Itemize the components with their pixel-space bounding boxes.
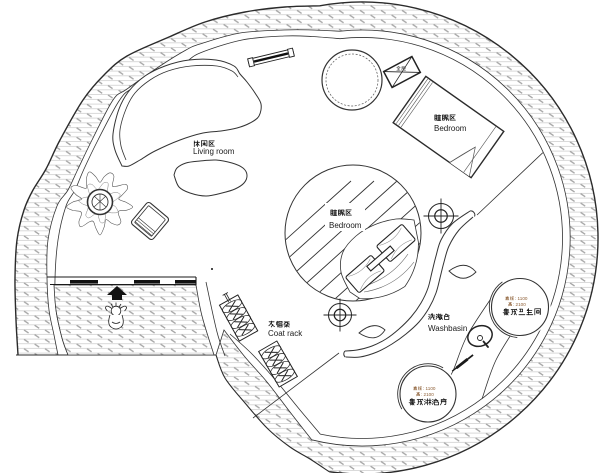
svg-text:Bedroom: Bedroom <box>329 221 362 230</box>
svg-text:: 2100: : 2100 <box>513 302 526 307</box>
svg-text:Washbasin: Washbasin <box>428 324 467 333</box>
svg-text:: 1100: : 1100 <box>515 296 528 301</box>
svg-text:: 1100: : 1100 <box>423 386 436 391</box>
svg-text:Living room: Living room <box>193 147 235 156</box>
svg-text:Coat rack: Coat rack <box>268 329 303 338</box>
svg-text:Bedroom: Bedroom <box>434 124 467 133</box>
svg-text:: 2100: : 2100 <box>421 392 434 397</box>
